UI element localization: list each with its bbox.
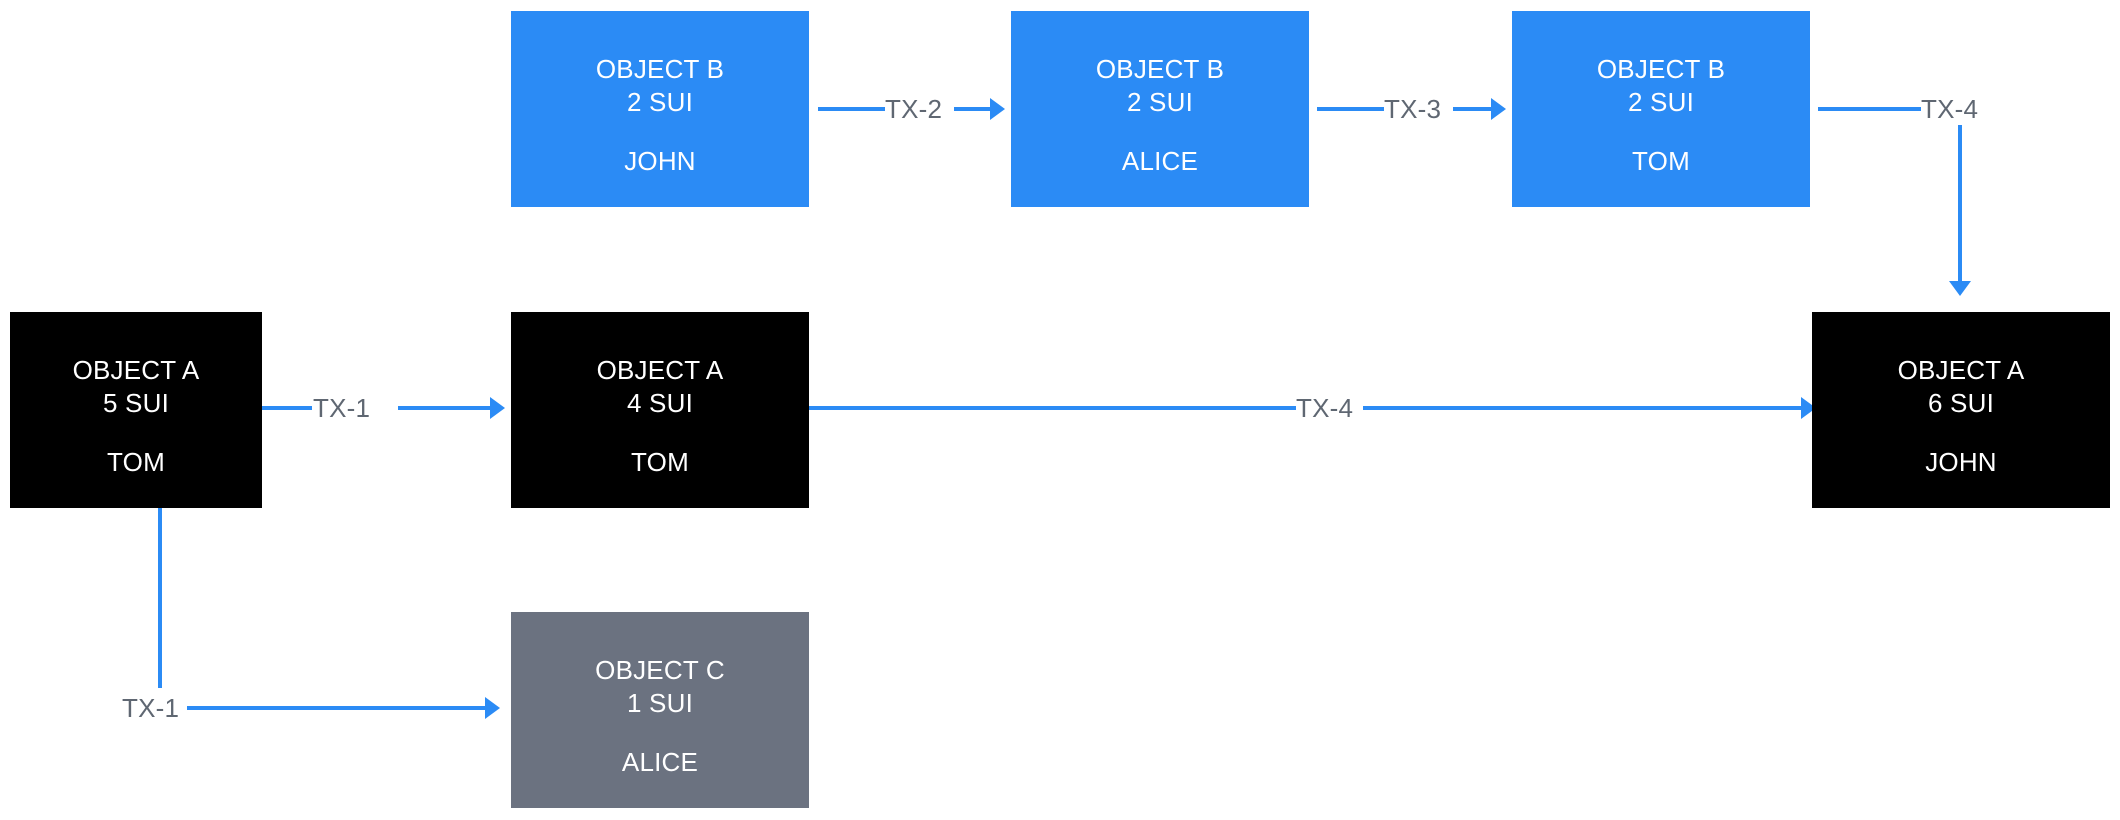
node-object-b-john-amount: 2 SUI — [626, 87, 693, 117]
node-object-a-4sui-amount: 4 SUI — [626, 388, 693, 418]
edge-tx3-line-a — [1317, 107, 1384, 111]
node-object-c-1sui-owner: ALICE — [621, 747, 699, 777]
edge-tx3-line-b — [1453, 107, 1491, 111]
node-object-a-6sui-title: OBJECT A — [1897, 355, 2025, 385]
node-object-a-5sui-amount: 5 SUI — [102, 388, 169, 418]
edge-tx1-arrowhead — [490, 397, 505, 419]
edge-tx4b-label: TX-4 — [1921, 94, 1979, 124]
edge-tx3-label: TX-3 — [1384, 94, 1442, 124]
node-object-c-1sui-title: OBJECT C — [595, 655, 725, 685]
node-object-a-4sui-owner: TOM — [631, 447, 689, 477]
node-object-a-6sui-owner: JOHN — [1925, 447, 1997, 477]
node-object-a-4sui-title: OBJECT A — [596, 355, 724, 385]
edge-tx4a-label: TX-4 — [1296, 393, 1354, 423]
edge-tx1c-hline — [187, 706, 485, 710]
node-object-b-alice-title: OBJECT B — [1095, 54, 1225, 84]
edge-tx4a-line-a — [809, 406, 1296, 410]
node-object-b-tom-owner: TOM — [1632, 146, 1690, 176]
node-object-a-6sui-amount: 6 SUI — [1927, 388, 1994, 418]
node-object-b-alice-amount: 2 SUI — [1126, 87, 1193, 117]
edge-tx2-line-b — [954, 107, 990, 111]
node-object-a-5sui-title: OBJECT A — [72, 355, 200, 385]
edge-tx4b-arrowhead — [1949, 281, 1971, 296]
node-object-b-john-owner: JOHN — [624, 146, 696, 176]
edge-tx2-label: TX-2 — [885, 94, 943, 124]
edge-tx1c-arrowhead — [485, 697, 500, 719]
edge-tx4b-hline — [1818, 107, 1921, 111]
edge-tx1-line-b — [398, 406, 490, 410]
edge-tx4b-vline — [1958, 125, 1962, 281]
edge-tx3-arrowhead — [1491, 98, 1506, 120]
edge-tx1-line-a — [237, 406, 312, 410]
node-object-a-5sui-owner: TOM — [107, 447, 165, 477]
edge-tx1-label: TX-1 — [313, 393, 371, 423]
node-object-b-tom-amount: 2 SUI — [1627, 87, 1694, 117]
edge-tx1c-vline — [158, 508, 162, 688]
node-object-c-1sui-amount: 1 SUI — [626, 688, 693, 718]
node-object-b-john-title: OBJECT B — [595, 54, 725, 84]
node-object-b-tom-title: OBJECT B — [1596, 54, 1726, 84]
node-object-b-alice-owner: ALICE — [1121, 146, 1199, 176]
edge-tx4a-line-b — [1363, 406, 1801, 410]
edge-tx2-arrowhead — [990, 98, 1005, 120]
edge-tx1c-label: TX-1 — [122, 693, 180, 723]
edge-tx2-line-a — [818, 107, 885, 111]
